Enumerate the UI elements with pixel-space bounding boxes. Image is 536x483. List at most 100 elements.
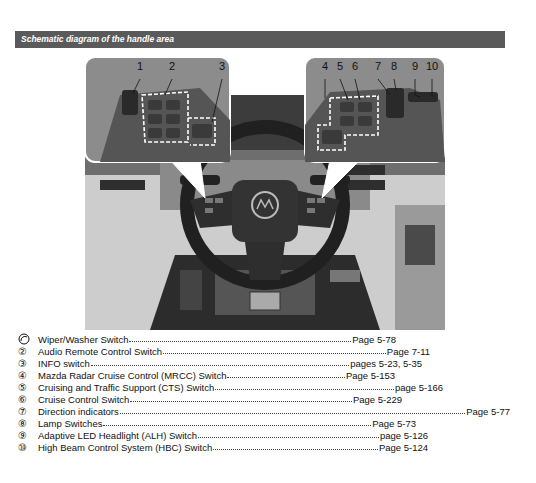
illustration-shape <box>318 96 378 150</box>
left-inset <box>85 57 230 162</box>
dot-leader <box>91 365 349 366</box>
right-inset <box>305 57 445 162</box>
list-row: ②Audio Remote Control Switch Page 7-11 <box>18 345 430 357</box>
illustration-shape <box>394 79 396 90</box>
switch-name: Wiper/Washer Switch <box>38 334 128 345</box>
illustration-shape <box>432 79 433 97</box>
dot-leader <box>198 437 379 438</box>
illustration-shape <box>165 79 172 95</box>
illustration-shape <box>415 79 420 97</box>
illustration-shape <box>166 100 180 110</box>
page-reference: Page 5-229 <box>353 394 402 405</box>
illustration-shape <box>307 198 315 203</box>
list-row: ⑨Adaptive LED Headlight (ALH) Switchpage… <box>18 429 428 441</box>
title-text: Schematic diagram of the handle area <box>21 34 174 44</box>
page-reference: page 5-126 <box>380 430 428 441</box>
callout-number: 10 <box>426 60 438 72</box>
callout-number: 9 <box>412 60 418 72</box>
illustration-shape <box>405 225 435 265</box>
illustration-shape <box>305 88 445 162</box>
list-row: Wiper/Washer Switch Page 5-78 <box>18 333 396 345</box>
illustration-shape <box>307 208 315 213</box>
dot-leader <box>227 377 344 378</box>
callout-number: 8 <box>391 60 397 72</box>
page-reference: Page 5-73 <box>372 418 416 429</box>
illustration-shape <box>205 208 213 213</box>
illustration-shape <box>355 79 360 100</box>
illustration-shape <box>215 198 223 203</box>
illustration-shape <box>100 88 230 162</box>
circled-number: ③ <box>18 358 38 369</box>
illustration-shape <box>322 130 342 144</box>
switch-name: Audio Remote Control Switch <box>38 346 162 357</box>
illustration-shape <box>340 79 348 100</box>
illustration-shape <box>148 114 162 124</box>
illustration-shape <box>166 114 180 124</box>
page-reference: page 5-166 <box>395 382 443 393</box>
illustration-shape <box>325 79 326 98</box>
dot-leader <box>120 413 465 414</box>
dot-leader <box>213 449 378 450</box>
illustration-shape <box>257 200 273 209</box>
dot-leader <box>163 353 386 354</box>
dot-leader <box>103 425 371 426</box>
illustration-shape <box>345 180 385 190</box>
illustration-shape <box>386 88 404 118</box>
illustration-shape <box>317 198 325 203</box>
illustration-shape <box>122 90 138 115</box>
illustration-shape <box>192 124 212 138</box>
illustration-shape <box>142 92 188 142</box>
illustration-shape <box>408 92 438 102</box>
illustration-shape <box>340 116 354 126</box>
list-row: ⑩High Beam Control System (HBC) SwitchPa… <box>18 441 428 453</box>
circled-number: ⑩ <box>18 442 38 453</box>
title-band: Schematic diagram of the handle area <box>15 31 505 48</box>
illustration-shape <box>188 118 215 145</box>
illustration-shape <box>19 334 29 344</box>
callout-number: 3 <box>219 60 225 72</box>
page-reference: Page 7-11 <box>387 346 430 357</box>
callout-number: 1 <box>137 60 143 72</box>
switch-name: Direction indicators <box>38 406 119 417</box>
circled-number: ⑧ <box>18 418 38 429</box>
switch-name: Cruising and Traffic Support (CTS) Switc… <box>38 382 214 393</box>
wiper-icon <box>19 334 29 344</box>
list-row: ④Mazda Radar Cruise Control (MRCC) Switc… <box>18 369 395 381</box>
list-row: ⑦Direction indicators Page 5-77 <box>18 405 510 417</box>
circled-number: ④ <box>18 370 38 381</box>
switch-name: High Beam Control System (HBC) Switch <box>38 442 212 453</box>
dot-leader <box>215 389 394 390</box>
circled-number: ⑨ <box>18 430 38 441</box>
illustration-shape <box>190 190 235 228</box>
list-row: ⑥Cruise Control Switch Page 5-229 <box>18 393 402 405</box>
illustration-shape <box>252 192 278 218</box>
illustration-shape <box>212 79 222 122</box>
illustration-shape <box>358 102 372 112</box>
illustration-shape <box>180 270 202 310</box>
illustration-shape <box>148 128 162 138</box>
list-row: ⑤Cruising and Traffic Support (CTS) Swit… <box>18 381 443 393</box>
illustration-shape <box>330 270 360 282</box>
illustration-shape <box>322 160 360 198</box>
page-reference: Page 5-153 <box>346 370 395 381</box>
illustration-shape <box>100 180 145 190</box>
illustration-shape <box>305 57 445 162</box>
illustration-shape <box>205 198 213 203</box>
illustration-shape <box>340 102 354 112</box>
list-row: ⑧Lamp Switches Page 5-73 <box>18 417 416 429</box>
callout-number: 7 <box>375 60 381 72</box>
dot-leader <box>129 341 351 342</box>
callout-number: 2 <box>169 60 175 72</box>
circled-number: ② <box>18 346 38 357</box>
page-reference: Page 5-77 <box>466 406 510 417</box>
circled-number: ⑦ <box>18 406 38 417</box>
illustration-shape <box>166 128 180 138</box>
illustration-shape <box>378 79 390 95</box>
page-reference: Page 5-78 <box>352 334 396 345</box>
circled-number: ⑥ <box>18 394 38 405</box>
illustration-shape <box>170 160 205 198</box>
illustration-shape <box>245 242 285 280</box>
switch-name: Lamp Switches <box>38 418 102 429</box>
dot-leader <box>130 401 352 402</box>
switch-name: Cruise Control Switch <box>38 394 129 405</box>
